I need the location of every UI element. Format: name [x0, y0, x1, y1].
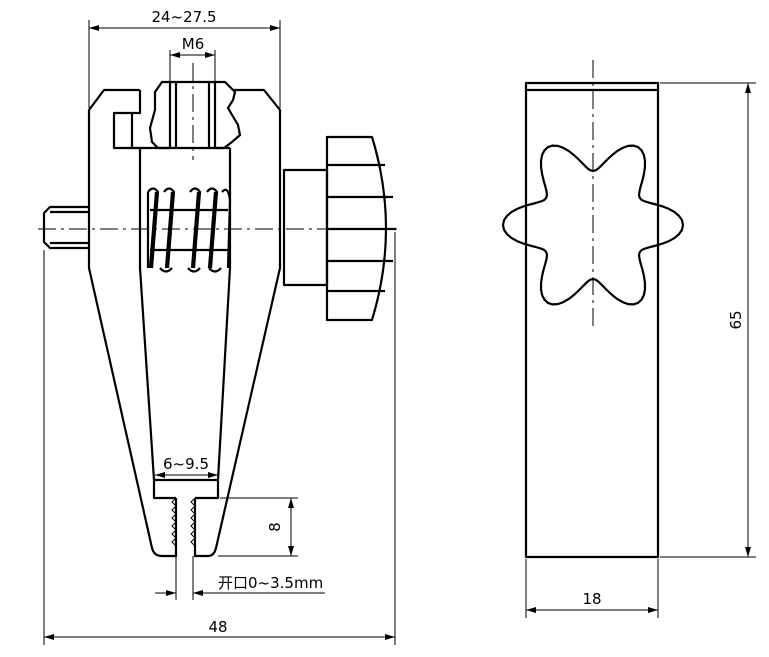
threaded-nut-section	[148, 80, 172, 150]
dim-jaw-inner-label: 6~9.5	[163, 455, 209, 473]
dim-side-width-label: 18	[582, 590, 601, 608]
dim-height-label: 65	[727, 310, 745, 329]
side-view: 65 18	[501, 60, 756, 618]
dimension-lines	[43, 20, 396, 645]
side-dimension-lines	[525, 82, 756, 618]
side-body	[524, 81, 660, 559]
screw-stub	[42, 205, 89, 250]
front-view: 24~27.5 M6 6~9.5 8 开口0~3.5mm 48	[38, 8, 402, 645]
dim-width-label: 24~27.5	[151, 8, 216, 26]
spring	[146, 187, 232, 273]
dim-total-length-label: 48	[208, 618, 227, 636]
dim-opening-label: 开口0~3.5mm	[218, 574, 323, 592]
star-knob-profile	[501, 144, 685, 306]
top-left-block	[112, 90, 150, 150]
knob-hub	[282, 168, 329, 287]
dim-tooth-length-label: 8	[266, 522, 284, 532]
dim-thread-label: M6	[182, 35, 205, 53]
inner-channel	[138, 146, 232, 500]
threaded-nut-section-right	[213, 80, 242, 150]
jaw-teeth	[171, 497, 196, 547]
clamp-body-outline	[87, 88, 282, 558]
